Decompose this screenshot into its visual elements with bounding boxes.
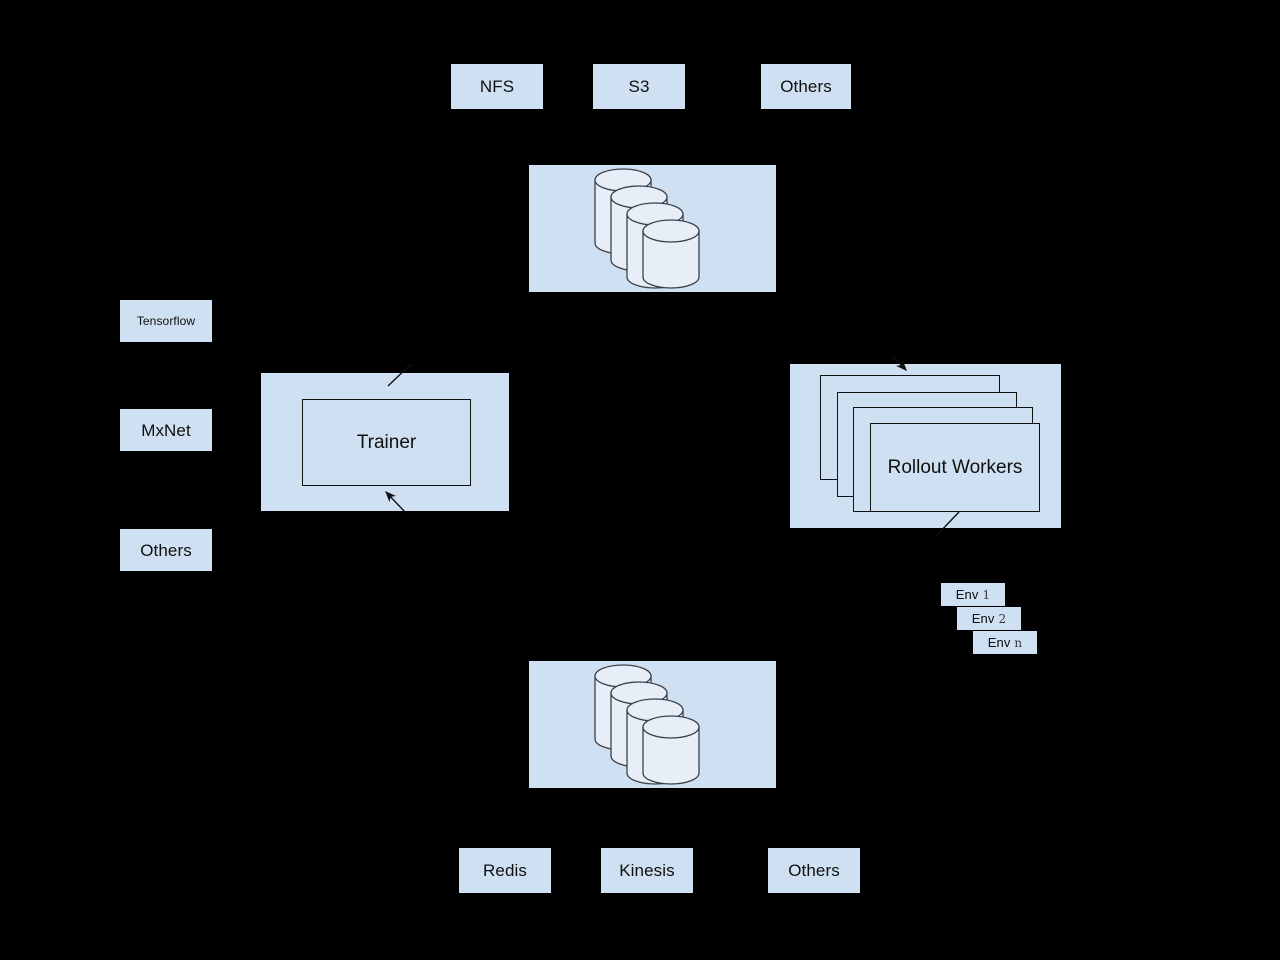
framework-chip-mxnet[interactable]: MxNet	[120, 409, 212, 451]
queue-chip-kinesis-label: Kinesis	[619, 861, 675, 880]
storage-chip-s3[interactable]: S3	[593, 64, 685, 109]
framework-chip-tensorflow-label: Tensorflow	[136, 314, 196, 328]
env-chip-1[interactable]: Env 1	[941, 583, 1005, 606]
framework-chip-others[interactable]: Others	[120, 529, 212, 571]
storage-chip-s3-label: S3	[628, 77, 650, 96]
storage-chip-nfs[interactable]: NFS	[451, 64, 543, 109]
storage-chip-nfs-label: NFS	[479, 77, 515, 96]
rollout-workers-label: Rollout Workers	[887, 456, 1023, 478]
database-cylinder-stack-top	[594, 168, 700, 289]
env-chip-2[interactable]: Env 2	[957, 607, 1021, 630]
replay-buffer-panel[interactable]	[529, 661, 776, 788]
queue-chip-kinesis[interactable]: Kinesis	[601, 848, 693, 893]
storage-chip-others-label: Others	[780, 77, 832, 96]
database-cylinder-stack-bottom	[594, 664, 700, 785]
framework-chip-mxnet-label: MxNet	[141, 420, 191, 440]
env-chip-1-label: Env	[955, 587, 979, 602]
queue-chip-redis-label: Redis	[483, 861, 527, 880]
storage-chip-others[interactable]: Others	[761, 64, 851, 109]
rollout-worker-card-front[interactable]: Rollout Workers	[870, 423, 1040, 512]
model-storage-panel[interactable]	[529, 165, 776, 292]
queue-chip-redis[interactable]: Redis	[459, 848, 551, 893]
env-chip-n-index: n	[1014, 635, 1023, 650]
trainer-label: Trainer	[356, 431, 417, 453]
env-chip-n[interactable]: Env n	[973, 631, 1037, 654]
queue-chip-others-label: Others	[788, 861, 840, 880]
framework-chip-others-label: Others	[140, 540, 192, 560]
env-chip-2-label: Env	[971, 611, 995, 626]
env-chip-1-index: 1	[982, 587, 991, 602]
trainer-box[interactable]: Trainer	[302, 399, 471, 486]
env-chip-n-label: Env	[987, 635, 1011, 650]
framework-chip-tensorflow[interactable]: Tensorflow	[120, 300, 212, 342]
queue-chip-others[interactable]: Others	[768, 848, 860, 893]
env-chip-2-index: 2	[998, 611, 1007, 626]
